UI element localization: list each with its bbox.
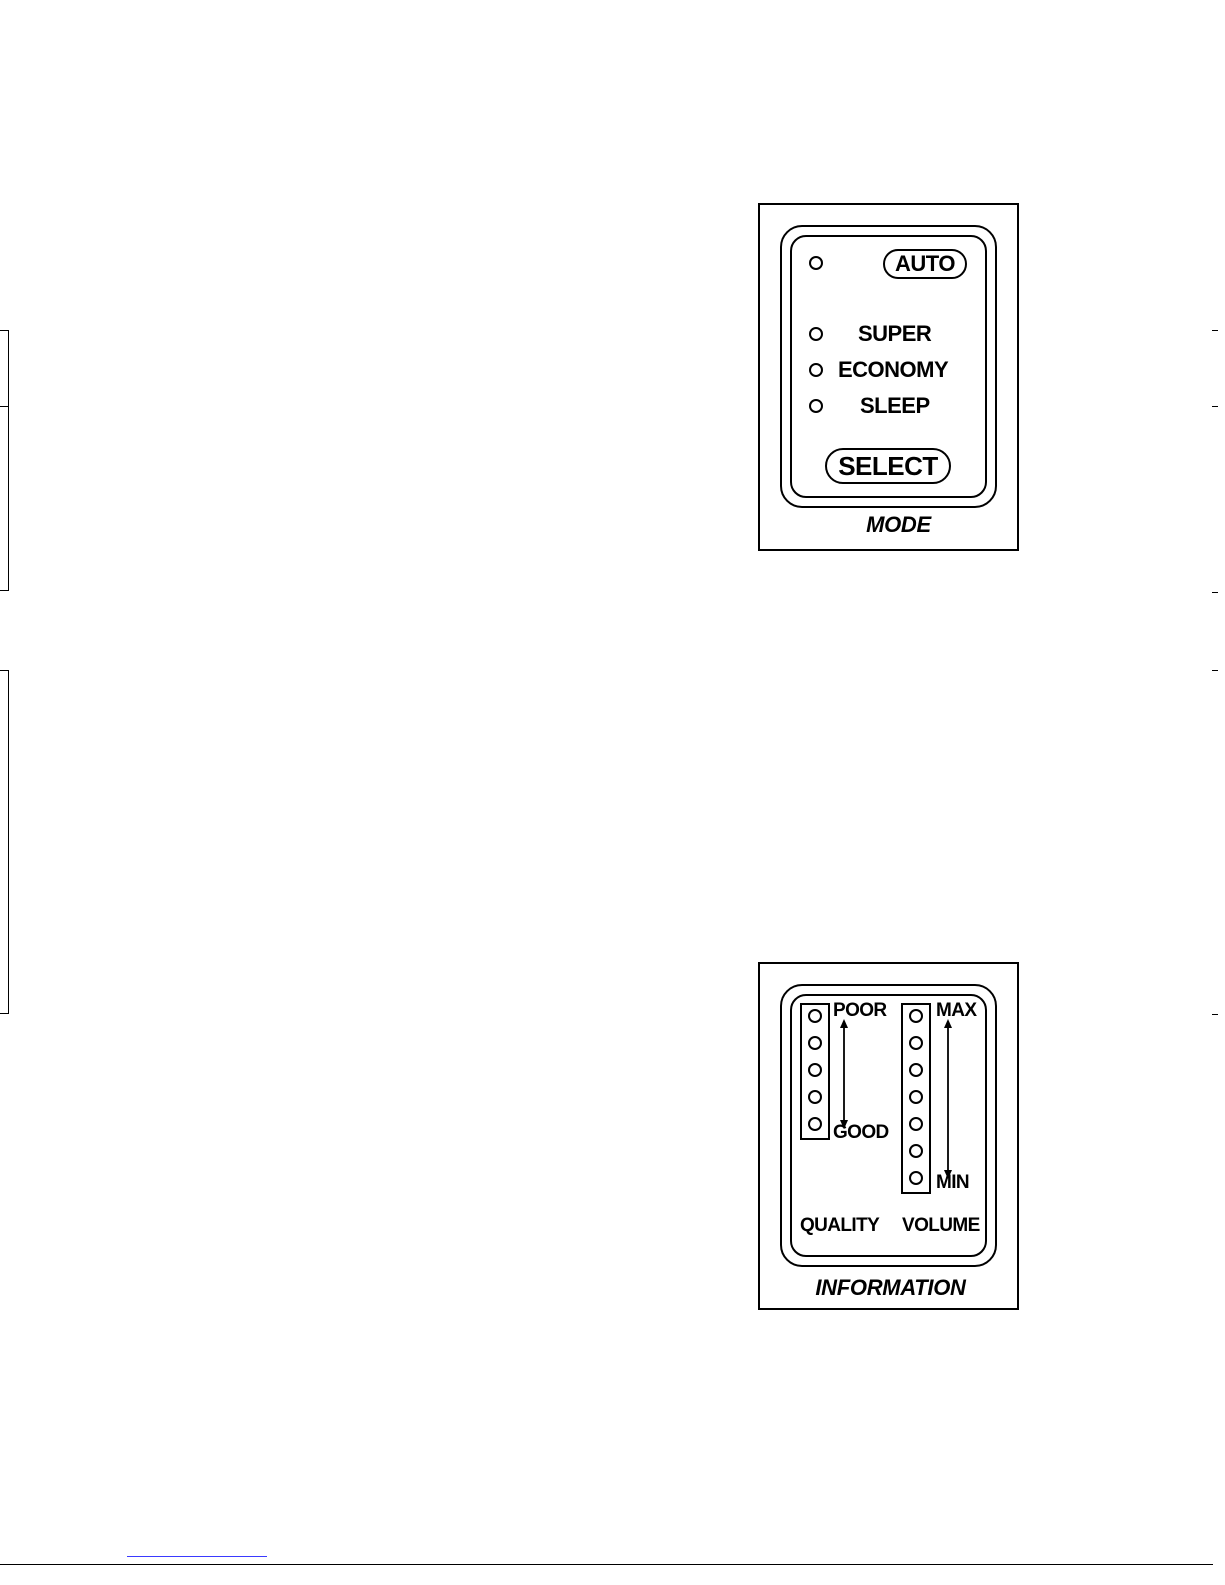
mode-panel: AUTO SUPER ECONOMY SLEEP SELECT MODE (758, 203, 1019, 551)
volume-led (909, 1144, 923, 1158)
volume-led (909, 1063, 923, 1077)
footnote-separator (127, 1556, 267, 1557)
select-button[interactable]: SELECT (825, 448, 951, 484)
information-panel-caption: INFORMATION (760, 1277, 1021, 1299)
right-edge-tick (1212, 330, 1218, 331)
select-button-label: SELECT (838, 451, 938, 482)
auto-indicator-led (809, 256, 823, 270)
volume-led (909, 1171, 923, 1185)
quality-top-label: POOR (833, 1001, 887, 1020)
auto-button-label: AUTO (895, 251, 955, 277)
right-edge-tick (1212, 406, 1218, 407)
quality-led (808, 1063, 822, 1077)
quality-led (808, 1117, 822, 1131)
left-edge-box-top (0, 330, 9, 591)
economy-indicator-led (809, 363, 823, 377)
sleep-indicator-led (809, 399, 823, 413)
information-panel: POOR GOOD MAX MIN QUALITY VOLUME INFORMA… (758, 962, 1019, 1310)
right-edge-tick (1212, 592, 1218, 593)
volume-range-arrow (940, 1019, 956, 1179)
volume-top-label: MAX (936, 1001, 976, 1020)
volume-led (909, 1117, 923, 1131)
mode-label-super: SUPER (858, 323, 931, 345)
mode-label-sleep: SLEEP (860, 395, 930, 417)
auto-button[interactable]: AUTO (883, 249, 967, 279)
volume-led (909, 1036, 923, 1050)
quality-led (808, 1009, 822, 1023)
volume-label: VOLUME (902, 1216, 980, 1235)
mode-panel-caption: MODE (760, 514, 1037, 536)
left-edge-box-top-divider (0, 406, 9, 407)
quality-label: QUALITY (800, 1216, 879, 1235)
right-edge-tick (1212, 1014, 1218, 1015)
volume-led (909, 1090, 923, 1104)
page-bottom-rule (0, 1564, 1213, 1565)
left-edge-box-bottom (0, 670, 9, 1014)
quality-led (808, 1036, 822, 1050)
right-edge-tick (1212, 670, 1218, 671)
volume-led (909, 1009, 923, 1023)
quality-led (808, 1090, 822, 1104)
super-indicator-led (809, 327, 823, 341)
quality-range-arrow (836, 1019, 852, 1129)
mode-label-economy: ECONOMY (838, 359, 948, 381)
